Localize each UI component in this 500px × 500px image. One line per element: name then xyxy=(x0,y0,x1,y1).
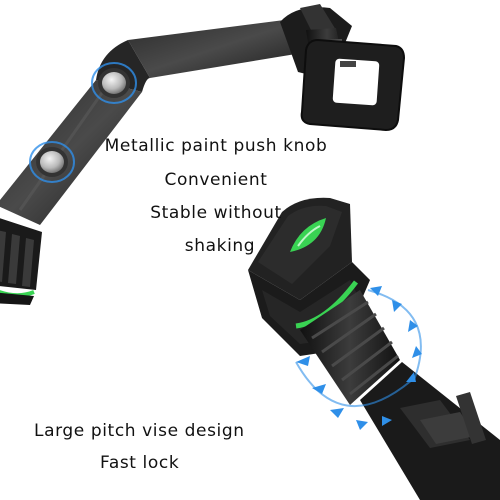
knob-body xyxy=(248,197,500,500)
mount-arm xyxy=(0,18,308,225)
caption-push-knob: Metallic paint push knob xyxy=(104,136,328,156)
caption-stable: Stable without xyxy=(150,203,282,223)
lower-metal-knob xyxy=(29,141,75,183)
caption-shaking: shaking xyxy=(184,236,256,256)
caption-convenient: Convenient xyxy=(164,170,268,190)
caption-vise-design: Large pitch vise design xyxy=(34,421,245,441)
rotation-arrows xyxy=(295,286,422,430)
upper-metal-knob xyxy=(91,62,137,104)
knurled-collar-left xyxy=(0,218,42,305)
caption-fast-lock: Fast lock xyxy=(100,453,180,473)
clip-head xyxy=(280,4,406,132)
